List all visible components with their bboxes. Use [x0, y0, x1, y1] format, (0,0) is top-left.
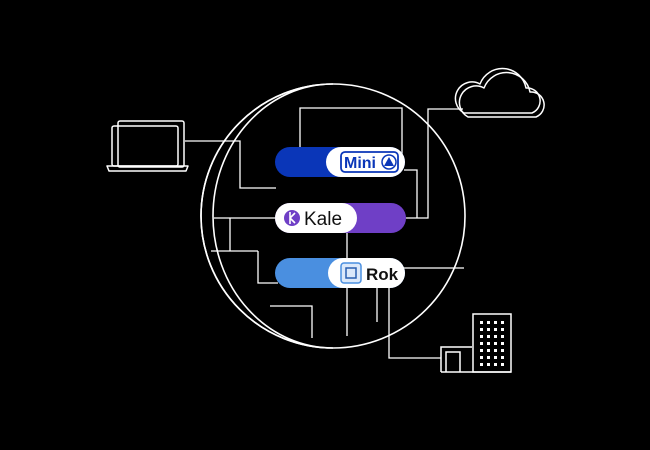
building-window — [494, 335, 497, 338]
mini-top-connector — [299, 107, 403, 155]
kale-pill-knob — [275, 203, 357, 233]
cloud-icon — [454, 67, 545, 118]
rok-label: Rok — [366, 265, 399, 284]
building-window — [487, 321, 490, 324]
cloud-shape — [454, 67, 541, 114]
building-window — [494, 321, 497, 324]
building-window — [501, 335, 504, 338]
building-window — [501, 342, 504, 345]
bottom-left-connector — [270, 305, 313, 338]
rok-logo-inner — [345, 267, 357, 279]
building-window — [487, 356, 490, 359]
laptop-icon — [106, 120, 189, 172]
building-window — [480, 363, 483, 366]
building-window — [487, 363, 490, 366]
building-window — [480, 328, 483, 331]
mini-label: Mini — [344, 155, 376, 172]
building-icon — [440, 313, 512, 373]
building-window — [494, 342, 497, 345]
laptop-connector — [185, 140, 276, 189]
building-window — [480, 335, 483, 338]
globe-crescent — [200, 83, 334, 349]
rok-pill: Rok — [275, 258, 405, 288]
building-window — [501, 363, 504, 366]
building-annex-door — [445, 351, 461, 372]
building-window — [487, 342, 490, 345]
cloud-shape-back — [458, 71, 545, 118]
building-window — [480, 356, 483, 359]
building-connector — [388, 287, 441, 359]
mini-kale-connector — [404, 169, 418, 218]
kale-logo-mark — [289, 212, 296, 224]
building-windows — [480, 321, 504, 366]
building-window — [501, 349, 504, 352]
rok-logo-outer — [340, 262, 362, 284]
connector-lines — [185, 107, 464, 359]
rok-logo — [340, 262, 362, 284]
mini-logo — [381, 154, 397, 170]
building-window — [487, 328, 490, 331]
mini-logo-mark — [384, 157, 394, 166]
building-window — [487, 349, 490, 352]
building-window — [501, 356, 504, 359]
globe — [200, 83, 466, 349]
building-annex — [440, 346, 472, 372]
rok-lower-connector — [257, 251, 278, 284]
building-window — [494, 328, 497, 331]
building-window — [494, 356, 497, 359]
building-window — [501, 328, 504, 331]
building-window — [494, 349, 497, 352]
building-window — [501, 321, 504, 324]
mini-pill-knob — [326, 147, 405, 177]
mini-logo-frame — [340, 151, 399, 173]
kale-pill: Kale — [275, 203, 406, 233]
building-window — [494, 363, 497, 366]
mini-pill: Mini — [275, 147, 405, 177]
building-window — [480, 342, 483, 345]
cloud-connector — [406, 108, 463, 219]
kale-label: Kale — [304, 209, 342, 230]
kale-logo-circle — [284, 210, 300, 226]
laptop-screen-back — [117, 120, 185, 168]
building-window — [480, 321, 483, 324]
building-window — [487, 335, 490, 338]
kale-logo — [284, 210, 300, 226]
building-window — [480, 349, 483, 352]
laptop-base — [106, 165, 189, 172]
